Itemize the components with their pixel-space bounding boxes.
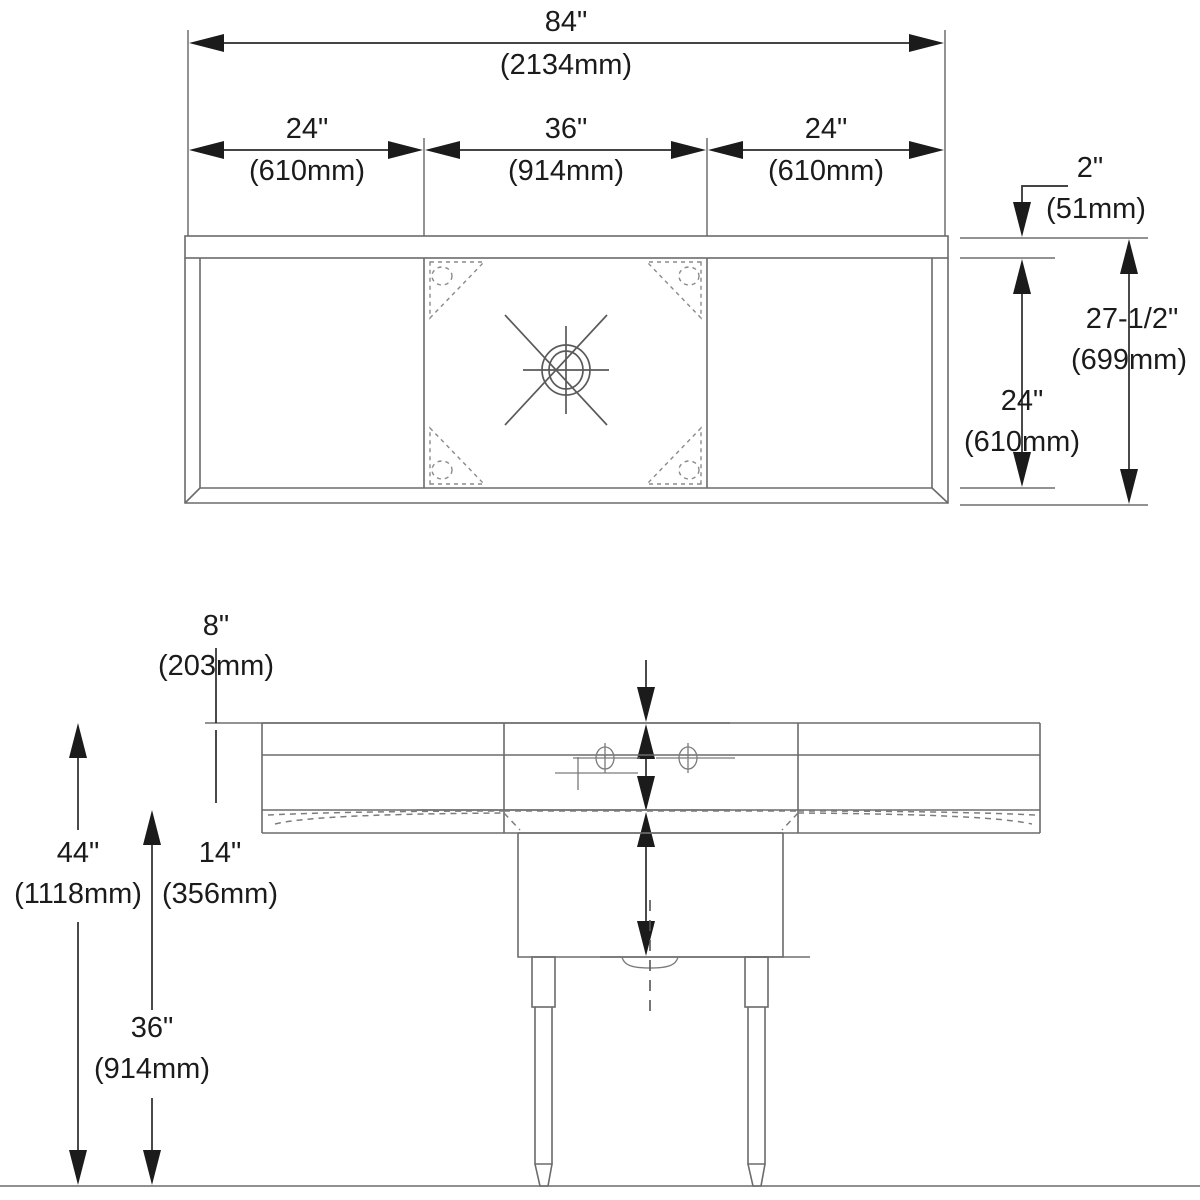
plan-bowl-depth-metric: (610mm) (964, 426, 1080, 458)
plan-bowl-depth-imperial: 24" (1001, 385, 1044, 417)
plan-bowl-depth-dimension (1013, 259, 1031, 487)
elevation-backsplash-height-metric: (203mm) (158, 650, 274, 682)
leg-right-shaft (747, 1007, 766, 1165)
plan-center-segment-metric: (914mm) (508, 155, 624, 187)
gusset-bottom-left (429, 426, 486, 485)
plan-view-geometry (184, 235, 949, 504)
plan-front-right-bevel (931, 487, 949, 504)
leg-left-foot (534, 1163, 553, 1187)
elevation-work-height-imperial: 36" (131, 1012, 174, 1044)
faucet-hole-left-circle (573, 743, 640, 773)
elevation-work-height-metric: (914mm) (94, 1053, 210, 1085)
plan-left-segment-imperial: 24" (286, 113, 329, 145)
plan-overall-width-metric: (2134mm) (500, 49, 632, 81)
plan-overall-width-imperial: 84" (545, 6, 588, 38)
plan-left-segment-metric: (610mm) (249, 155, 365, 187)
plan-front-left-bevel (184, 487, 201, 504)
gusset-top-left (429, 261, 486, 320)
elevation-center-hidden-right (781, 812, 799, 831)
elevation-bowl-body (517, 832, 784, 1012)
plan-drain-symbol (504, 314, 609, 426)
elevation-center-hidden-left (503, 812, 521, 831)
plan-overall-extension-lines (187, 30, 946, 236)
elevation-backsplash-height-imperial: 8" (203, 610, 229, 642)
plan-overall-depth-dimension (1120, 239, 1138, 504)
elevation-work-height-dimension (143, 810, 161, 1185)
leg-right-foot (747, 1163, 766, 1187)
plan-outer-body (184, 258, 949, 504)
plan-inner-deck (199, 258, 933, 489)
plan-right-segment-metric: (610mm) (768, 155, 884, 187)
leg-right (744, 956, 769, 1187)
elevation-backsplash-height-dimension (205, 648, 730, 811)
plan-left-segment-dimension (189, 141, 423, 159)
plan-right-segment-dimension (708, 141, 944, 159)
elevation-faucet-holes (555, 743, 735, 790)
faucet-hole-right-circle (656, 743, 735, 773)
elevation-left-drainboard-hidden (274, 812, 505, 825)
elevation-right-drainboard-hidden (797, 812, 1033, 825)
plan-backsplash (184, 235, 949, 259)
plan-corner-gussets (429, 261, 702, 485)
plan-segment-extension-lines (423, 138, 708, 236)
elevation-overall-height-imperial: 44" (57, 837, 100, 869)
plan-backsplash-depth-dimension (1013, 185, 1068, 237)
plan-overall-dimension (189, 34, 944, 52)
elevation-legs (531, 956, 769, 1187)
plan-center-segment-imperial: 36" (545, 113, 588, 145)
elevation-right-drainboard-hidden-2 (797, 810, 1036, 816)
plan-depth-witness-lines (960, 237, 1148, 506)
elevation-overall-height-metric: (1118mm) (14, 878, 142, 910)
leg-left-shaft (534, 1007, 553, 1165)
elevation-overall-height-dimension (69, 723, 87, 1185)
elevation-bowl-height-metric: (356mm) (162, 878, 278, 910)
gusset-bottom-right (645, 426, 702, 485)
leg-left (531, 956, 556, 1187)
plan-backsplash-depth-imperial: 2" (1077, 152, 1103, 184)
leg-left-socket (531, 956, 556, 1008)
leg-right-socket (744, 956, 769, 1008)
elevation-bowl-height-imperial: 14" (199, 837, 242, 869)
plan-right-segment-imperial: 24" (805, 113, 848, 145)
plan-overall-depth-imperial: 27-1/2" (1086, 303, 1179, 335)
plan-center-segment-dimension (425, 141, 706, 159)
elevation-bowl-outline (517, 833, 784, 958)
gusset-top-right (645, 261, 702, 320)
elevation-left-drainboard-hidden-2 (267, 810, 505, 816)
plan-backsplash-depth-metric: (51mm) (1046, 193, 1146, 225)
plan-overall-depth-metric: (699mm) (1071, 344, 1187, 376)
